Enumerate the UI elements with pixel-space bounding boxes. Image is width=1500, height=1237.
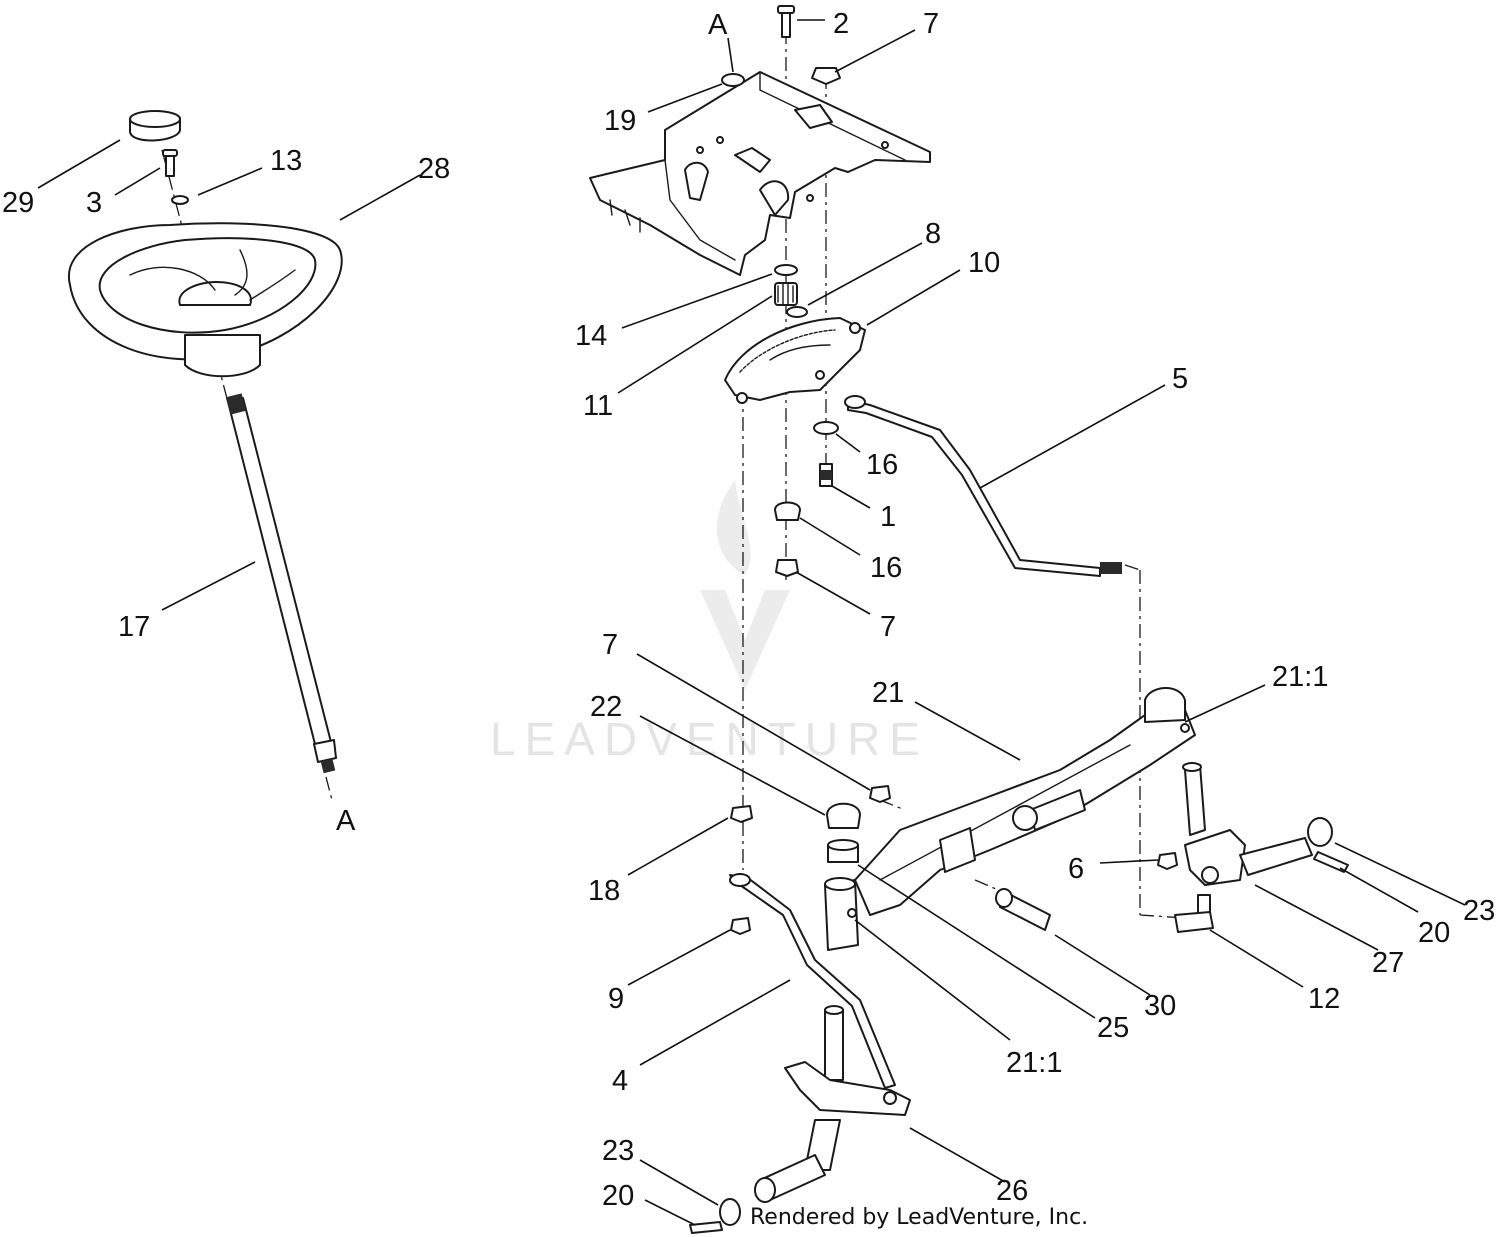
render-credit: Rendered by LeadVenture, Inc. (750, 1205, 1088, 1230)
callout-A-bottom: A (336, 805, 356, 837)
callout-21-1-left: 21:1 (1006, 1047, 1062, 1079)
callout-21: 21 (872, 677, 904, 709)
callout-7-top: 7 (923, 8, 939, 40)
callout-11: 11 (583, 390, 613, 422)
callout-6: 6 (1068, 853, 1084, 885)
spindle-27 (1182, 762, 1313, 886)
callout-20-right: 20 (1418, 917, 1450, 949)
washer-23-right (1307, 817, 1333, 847)
callout-14: 14 (575, 320, 607, 352)
bolt-1 (819, 463, 833, 487)
cap-22 (826, 802, 861, 829)
drag-link-4 (729, 873, 896, 1089)
kingpin-post-left (824, 877, 859, 951)
callout-20-left: 20 (602, 1180, 634, 1212)
pinion-gear-8 (774, 282, 808, 318)
callout-13: 13 (270, 145, 302, 177)
callout-labels: A 2 7 19 29 3 13 28 8 10 14 11 5 16 1 16… (2, 8, 1495, 1212)
callout-7-lower: 7 (602, 629, 618, 661)
front-axle-21 (854, 687, 1196, 916)
callout-29: 29 (2, 187, 34, 219)
callout-16-lower: 16 (870, 552, 902, 584)
steering-cap (129, 110, 181, 142)
cotter-pin-20-left (689, 1221, 723, 1234)
ball-joint-12 (1174, 894, 1214, 933)
callout-18: 18 (588, 875, 620, 907)
cap-bolt (162, 149, 178, 177)
callout-10: 10 (968, 247, 1000, 279)
nut-7-top (811, 67, 841, 85)
nut-7-lower (869, 785, 891, 803)
leader-lines (37, 19, 1466, 1226)
callout-8: 8 (925, 218, 941, 250)
watermark: LEADVENTURE (490, 480, 929, 765)
callout-30: 30 (1144, 990, 1176, 1022)
callout-5: 5 (1172, 363, 1188, 395)
callout-3: 3 (86, 187, 102, 219)
washer-14 (774, 264, 798, 276)
spindle-26 (754, 1005, 911, 1203)
callout-4: 4 (612, 1065, 628, 1097)
callout-2: 2 (833, 8, 849, 40)
callout-21-1-right: 21:1 (1272, 661, 1328, 693)
callout-19: 19 (604, 105, 636, 137)
callout-7-middle: 7 (880, 611, 896, 643)
cotter-pin-20-right (1313, 851, 1349, 873)
tie-rod-5 (844, 395, 1122, 577)
callout-16-upper: 16 (866, 449, 898, 481)
callout-27: 27 (1372, 947, 1404, 979)
nut-9 (730, 917, 751, 935)
nut-6 (1157, 852, 1178, 870)
steering-wheel (67, 222, 343, 378)
steering-shaft (226, 393, 337, 774)
washer-23-left (719, 1198, 741, 1226)
bushing-25 (827, 839, 859, 863)
watermark-text: LEADVENTURE (490, 713, 929, 765)
callout-22: 22 (590, 691, 622, 723)
callout-9: 9 (608, 983, 624, 1015)
steering-bracket (589, 71, 931, 276)
sector-gear (724, 317, 866, 404)
pivot-bolt-30 (995, 888, 1051, 931)
callout-23-right: 23 (1463, 895, 1495, 927)
washer-19 (721, 73, 745, 87)
washer-13 (171, 195, 189, 205)
callout-1: 1 (880, 501, 896, 533)
bushing-16-upper (813, 421, 839, 435)
callout-28: 28 (418, 153, 450, 185)
bushing-16-lower (774, 501, 801, 521)
nut-7-middle (775, 559, 799, 577)
bolt-2 (777, 5, 795, 38)
callout-12: 12 (1308, 983, 1340, 1015)
nut-18 (730, 805, 753, 823)
callout-23-left: 23 (602, 1135, 634, 1167)
callout-17: 17 (118, 611, 150, 643)
callout-25: 25 (1097, 1012, 1129, 1044)
callout-26: 26 (996, 1175, 1028, 1207)
callout-A-top: A (708, 9, 728, 41)
